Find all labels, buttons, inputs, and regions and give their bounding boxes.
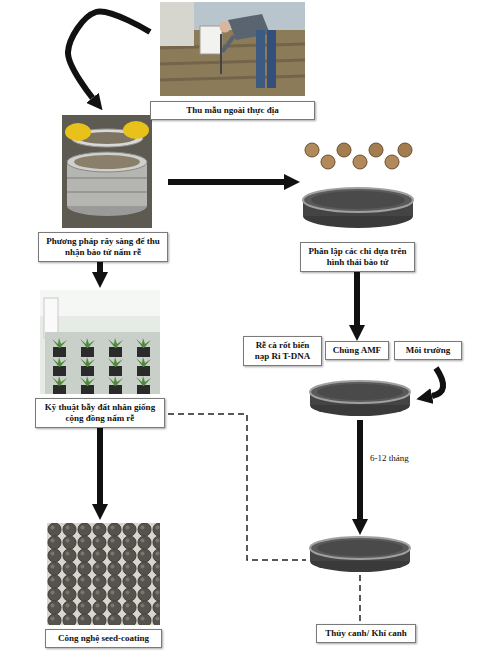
process-box: Thủy canh/ Khí canh	[316, 624, 416, 643]
spore	[321, 155, 335, 169]
spore	[353, 155, 367, 169]
yellow-glove	[65, 123, 91, 141]
greenhouse-ground	[40, 290, 160, 394]
spore	[385, 155, 399, 169]
process-box: Môi trường	[394, 341, 462, 360]
photo-step: Kỹ thuật bẫy đất nhân giống cộng đồng nấ…	[35, 288, 165, 428]
process-box: Rễ cà rốt biến nạp Ri T-DNA	[243, 336, 322, 366]
step-label: Công nghệ seed-coating	[50, 633, 157, 644]
sieve-top	[67, 152, 147, 172]
bench	[45, 332, 160, 394]
spore	[398, 143, 412, 157]
seed-photo-ground	[47, 523, 160, 625]
flow-arrow	[97, 262, 103, 272]
person-arm	[222, 36, 234, 52]
soil-auger	[220, 34, 222, 74]
petri-dish-top	[310, 381, 410, 403]
photo-step: Phương pháp rây sàng để thu nhận bào tử …	[38, 112, 168, 262]
duration-label: 6-12 tháng	[370, 453, 409, 464]
field-rows	[160, 44, 305, 80]
petri-dish-top	[310, 537, 410, 559]
step-label: Thu mẫu ngoài thực địa	[155, 105, 310, 116]
caption-box: Công nghệ seed-coating	[45, 629, 162, 648]
step-label: Phân lập các chi dựa trên hình thái bào …	[305, 246, 410, 268]
person-leg	[267, 30, 276, 88]
flow-arrow	[354, 272, 360, 325]
coated-seeds	[47, 523, 160, 625]
step-label: Thủy canh/ Khí canh	[321, 628, 411, 639]
step-label: Môi trường	[399, 345, 457, 356]
flow-arrow	[97, 428, 103, 504]
photo-step: Công nghệ seed-coating	[45, 520, 162, 648]
petri-medium	[317, 384, 403, 400]
sieve-photo-ground	[62, 115, 152, 228]
dashed-link	[168, 414, 306, 560]
sieve-rims	[67, 178, 147, 192]
caption-box: Kỹ thuật bẫy đất nhân giống cộng đồng nấ…	[35, 398, 165, 428]
step-label: Chủng AMF	[330, 345, 384, 356]
photo-step: Thu mẫu ngoài thực địa	[150, 2, 315, 120]
step-label: Phương pháp rây sàng để thu nhận bào tử …	[43, 236, 163, 258]
petri-dish-top	[303, 188, 413, 212]
step-label: Rễ cà rốt biến nạp Ri T-DNA	[248, 340, 317, 362]
person-head	[220, 22, 231, 33]
down-arrow	[357, 420, 363, 519]
spore-group	[305, 143, 412, 169]
caption-box: Phân lập các chi dựa trên hình thái bào …	[300, 242, 415, 272]
step-label: Kỹ thuật bẫy đất nhân giống cộng đồng nấ…	[40, 402, 160, 424]
truck-bed	[160, 2, 194, 46]
potted-plants	[45, 338, 160, 394]
caption-box: Phương pháp rây sàng để thu nhận bào tử …	[38, 232, 168, 262]
petri-medium	[311, 191, 405, 209]
photo-step: Phân lập các chi dựa trên hình thái bào …	[300, 138, 415, 272]
bucket	[200, 26, 222, 54]
flow-arrow	[68, 11, 150, 97]
sieve-mesh	[74, 155, 140, 169]
flow-arrow	[168, 179, 284, 185]
yellow-glove	[123, 121, 149, 139]
dashed-link	[359, 575, 361, 621]
spore	[305, 143, 319, 157]
caption-box: Thu mẫu ngoài thực địa	[150, 101, 315, 120]
spore	[369, 143, 383, 157]
person-leg	[256, 30, 265, 88]
process-box: Chủng AMF	[325, 341, 389, 360]
curved-arrow	[432, 368, 443, 396]
petri-medium	[317, 540, 403, 556]
spore	[337, 143, 351, 157]
